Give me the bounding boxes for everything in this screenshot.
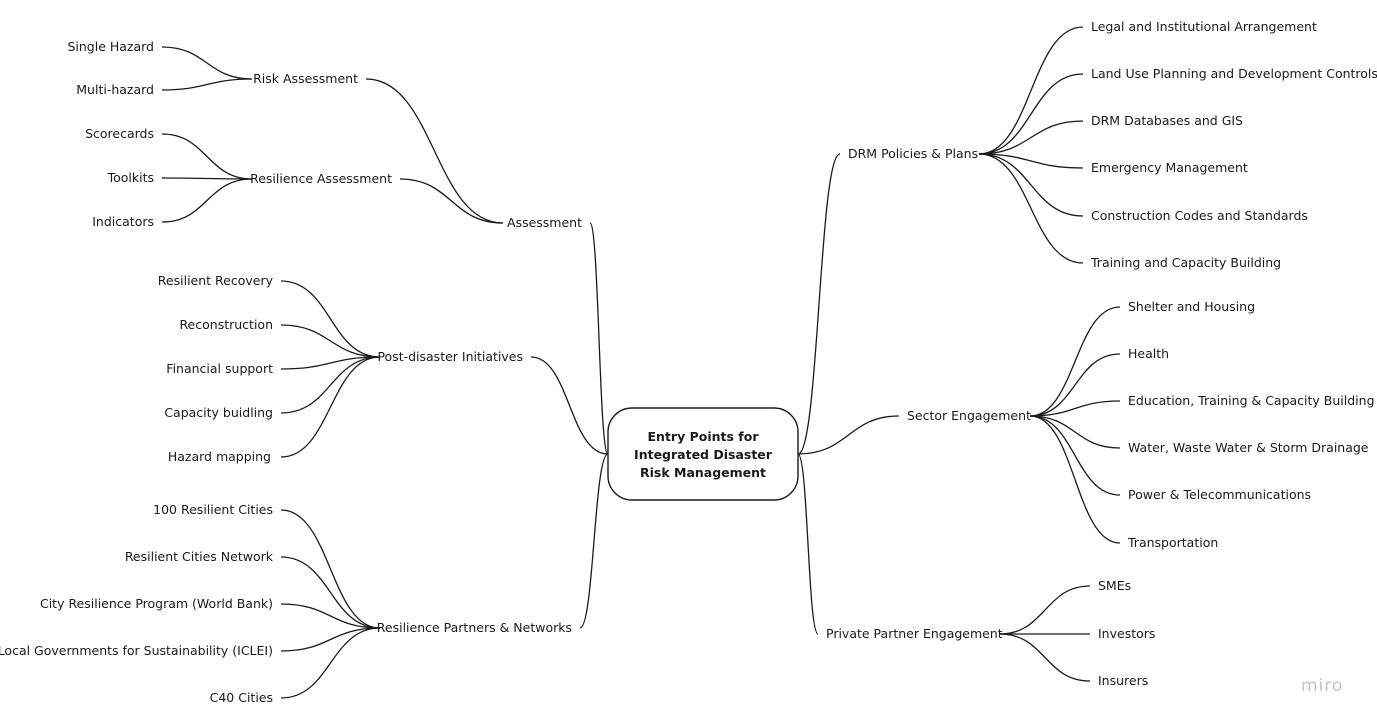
connector-line [579,453,609,629]
connector-line [280,356,381,458]
connector-line [589,222,609,455]
leaf-emergency-management[interactable]: Emergency Management [1091,160,1248,175]
branch-resilience-partners-networks[interactable]: Resilience Partners & Networks [377,620,572,635]
connector-line [999,585,1091,635]
leaf-hazard-mapping[interactable]: Hazard mapping [168,449,271,464]
leaf-indicators[interactable]: Indicators [92,214,154,229]
branch-private-partner-engagement[interactable]: Private Partner Engagement [826,626,1003,641]
connector-line [978,153,1084,264]
connector-line [280,509,381,629]
connector-line [797,415,900,455]
leaf-transportation[interactable]: Transportation [1127,535,1218,550]
leaf-100-resilient-cities[interactable]: 100 Resilient Cities [153,502,273,517]
connector-line [280,280,381,358]
connector-line [365,78,504,224]
connector-line [280,627,381,699]
node-resilience-assessment[interactable]: Resilience Assessment [250,171,392,186]
root-node-box[interactable] [607,407,799,501]
connector-line [978,73,1084,155]
leaf-capacity-buidling[interactable]: Capacity buidling [164,405,273,420]
connector-line [1029,415,1121,496]
branch-drm-policies-plans[interactable]: DRM Policies & Plans [848,146,978,161]
connector-line [161,78,253,91]
leaf-legal-institutional[interactable]: Legal and Institutional Arrangement [1091,19,1317,34]
connector-line [399,178,504,224]
root-title-line-1: Entry Points for [648,429,760,444]
connector-line [1029,415,1121,544]
connector-line [280,356,381,414]
connector-line [280,627,381,652]
node-risk-assessment[interactable]: Risk Assessment [253,71,358,86]
leaf-power-telecom[interactable]: Power & Telecommunications [1128,487,1311,502]
leaf-insurers[interactable]: Insurers [1098,673,1148,688]
leaf-drm-databases-gis[interactable]: DRM Databases and GIS [1091,113,1243,128]
connector-line [978,26,1084,155]
leaf-single-hazard[interactable]: Single Hazard [67,39,154,54]
connector-line [161,177,253,180]
connector-line [161,178,253,223]
branch-post-disaster-initiatives[interactable]: Post-disaster Initiatives [377,349,523,364]
branch-sector-engagement[interactable]: Sector Engagement [907,408,1031,423]
connector-line [1029,415,1121,449]
connector-line [161,133,253,180]
root-title-line-3: Risk Management [640,465,766,480]
connector-line [797,153,841,455]
leaf-c40-cities[interactable]: C40 Cities [210,690,273,705]
connector-line [797,453,819,635]
leaf-reconstruction[interactable]: Reconstruction [179,317,273,332]
leaf-financial-support[interactable]: Financial support [166,361,273,376]
leaf-multi-hazard[interactable]: Multi-hazard [76,82,154,97]
leaf-land-use-planning[interactable]: Land Use Planning and Development Contro… [1091,66,1377,81]
leaf-health[interactable]: Health [1128,346,1169,361]
leaf-training-capacity[interactable]: Training and Capacity Building [1090,255,1281,270]
connector-line [1029,353,1121,417]
leaf-investors[interactable]: Investors [1098,626,1155,641]
leaf-toolkits[interactable]: Toolkits [107,170,154,185]
connector-line [280,603,381,629]
leaf-smes[interactable]: SMEs [1098,578,1131,593]
root-node[interactable]: Entry Points for Integrated Disaster Ris… [607,407,799,501]
connector-line [999,633,1091,682]
connector-line [161,46,253,80]
leaf-city-resilience-program[interactable]: City Resilience Program (World Bank) [40,596,273,611]
branch-assessment[interactable]: Assessment [507,215,582,230]
leaf-resilient-recovery[interactable]: Resilient Recovery [158,273,274,288]
connector-line [280,324,381,358]
connector-line [1029,306,1121,417]
leaf-iclei[interactable]: Local Governments for Sustainability (IC… [0,643,273,658]
connector-line [978,120,1084,155]
leaf-construction-codes[interactable]: Construction Codes and Standards [1091,208,1308,223]
connector-line [530,356,609,455]
miro-watermark: miro [1301,676,1344,696]
leaf-water-waste-water[interactable]: Water, Waste Water & Storm Drainage [1128,440,1369,455]
connector-line [978,153,1084,169]
leaf-shelter-housing[interactable]: Shelter and Housing [1128,299,1255,314]
connector-line [1029,400,1121,417]
connector-line [280,556,381,629]
connector-line [978,153,1084,217]
root-title-line-2: Integrated Disaster [634,447,773,462]
leaf-education-training[interactable]: Education, Training & Capacity Building [1128,393,1375,408]
leaf-resilient-cities-network[interactable]: Resilient Cities Network [125,549,274,564]
connector-line [280,356,381,370]
connector-lines [161,26,1121,699]
leaf-scorecards[interactable]: Scorecards [85,126,154,141]
